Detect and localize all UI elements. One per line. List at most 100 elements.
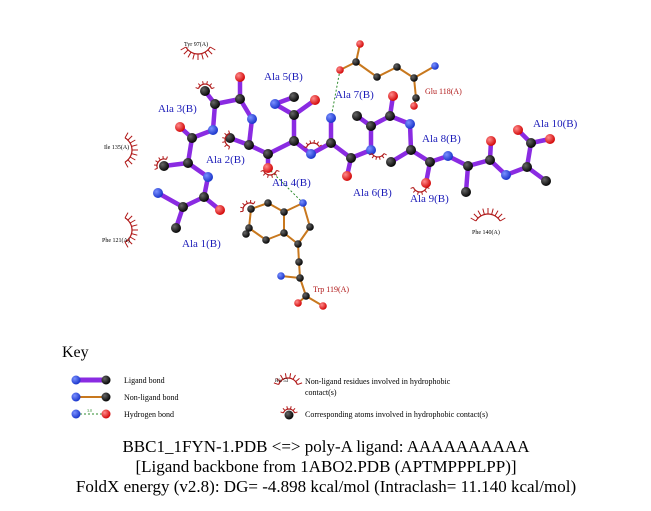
nitrogen-atom — [443, 151, 453, 161]
legend-example-residue: His 53 — [275, 379, 289, 384]
hydrophobic-arc — [242, 202, 254, 212]
carbon-atom — [352, 58, 360, 66]
nitrogen-atom — [203, 172, 213, 182]
legend-corresponding-atoms-label: Corresponding atoms involved in hydropho… — [305, 410, 488, 419]
oxygen-atom — [263, 163, 273, 173]
hydrophobic-spoke — [129, 156, 136, 161]
legend-hydrophobic-arc-icon — [273, 373, 303, 386]
carbon-atom — [366, 121, 376, 131]
hydrophobic-spoke — [412, 189, 416, 193]
hydrophobic-arc — [262, 170, 278, 176]
hydrophobic-spoke — [295, 377, 300, 382]
label-ala6: Ala 6(B) — [353, 187, 392, 199]
hydrophobic-spoke — [180, 46, 187, 51]
hydrogen-bond — [330, 69, 341, 119]
nitrogen-atom — [366, 145, 376, 155]
hydrophobic-spoke — [131, 224, 138, 227]
carbon-atom — [247, 205, 255, 213]
oxygen-atom — [486, 136, 496, 146]
carbon-atom — [289, 110, 299, 120]
hydrophobic-spoke — [240, 206, 244, 209]
hydrophobic-spoke — [124, 161, 129, 168]
hydrophobic-spoke — [421, 191, 423, 195]
legend-nonligand-atom-c — [101, 392, 111, 402]
hydrophobic-spoke — [284, 373, 287, 379]
carbon-atom — [235, 94, 245, 104]
oxygen-atom — [513, 125, 523, 135]
carbon-atom — [412, 94, 420, 102]
nitrogen-atom — [270, 99, 280, 109]
oxygen-atom — [175, 122, 185, 132]
ile135-hydrophobic-icon — [124, 132, 138, 168]
nitrogen-atom — [208, 125, 218, 135]
carbon-atom — [210, 99, 220, 109]
oxygen-atom — [215, 205, 225, 215]
hydrophobic-spoke — [228, 130, 231, 134]
hydrophobic-spoke — [127, 239, 133, 245]
hydrophobic-spoke — [477, 210, 482, 217]
hydrophobic-contacts — [124, 46, 506, 248]
carbon-atom — [294, 240, 302, 248]
caption-line3: FoldX energy (v2.8): DG= -4.898 kcal/mol… — [76, 477, 576, 496]
hydrophobic-spoke — [426, 186, 430, 189]
hydrophobic-spoke — [375, 156, 378, 160]
label-trp119: Trp 119(A) — [313, 285, 349, 294]
hydrophobic-spoke — [292, 374, 296, 380]
hydrophobic-spoke — [253, 201, 256, 205]
carbon-atom — [526, 138, 536, 148]
hydrophobic-spoke — [424, 189, 428, 193]
carbon-atom — [280, 229, 288, 237]
hydrophobic-arc — [156, 158, 167, 169]
hydrophobic-spoke — [318, 144, 322, 147]
carbon-atom — [352, 111, 362, 121]
hydrophobic-spoke — [491, 208, 494, 215]
carbon-atom — [373, 73, 381, 81]
nitrogen-atom — [431, 62, 439, 70]
label-ala9: Ala 9(B) — [410, 193, 449, 205]
carbon-atom — [178, 202, 188, 212]
hydrophobic-spoke — [131, 144, 138, 147]
legend-hbond-atom-o — [101, 409, 111, 419]
carbon-atom — [244, 140, 254, 150]
label-ala1: Ala 1(B) — [182, 238, 221, 250]
hydrophobic-arc — [278, 377, 298, 385]
hydrophobic-spoke — [131, 153, 138, 156]
hydrophobic-spoke — [242, 202, 246, 206]
atom-hydrophobic-icon — [240, 199, 256, 213]
oxygen-atom — [545, 134, 555, 144]
carbon-atom — [541, 176, 551, 186]
legend-ligand-atom-n — [71, 375, 81, 385]
hydrophobic-spoke — [207, 49, 213, 55]
label-ala3: Ala 3(B) — [158, 103, 197, 115]
legend-nonligand-hydrophobic-line1: Non-ligand residues involved in hydropho… — [305, 377, 451, 386]
hydrophobic-spoke — [280, 411, 284, 414]
oxygen-atom — [310, 95, 320, 105]
hydrophobic-spoke — [209, 83, 213, 87]
oxygen-atom — [336, 66, 344, 74]
hydrophobic-spoke — [276, 169, 280, 172]
label-ala8: Ala 8(B) — [422, 133, 461, 145]
nitrogen-atom — [277, 272, 285, 280]
hydrophobic-arc — [185, 46, 211, 55]
nitrogen-atom — [405, 119, 415, 129]
hydrophobic-spoke — [202, 81, 204, 85]
hydrophobic-spoke — [129, 236, 136, 241]
oxygen-atom — [421, 178, 431, 188]
carbon-atom — [200, 86, 210, 96]
hydrophobic-spoke — [192, 53, 195, 60]
legend-title: Key — [62, 344, 89, 361]
carbon-atom — [280, 208, 288, 216]
hydrophobic-spoke — [292, 407, 296, 411]
label-ala2: Ala 2(B) — [206, 154, 245, 166]
hydrophobic-spoke — [131, 233, 138, 236]
atom-hydrophobic-icon — [222, 130, 231, 150]
hydrophobic-spoke — [124, 212, 129, 219]
carbon-atom — [386, 157, 396, 167]
carbon-atom — [385, 111, 395, 121]
carbon-atom — [461, 187, 471, 197]
carbon-atom — [171, 223, 181, 233]
caption-line1: BBC1_1FYN-1.PDB <=> poly-A ligand: AAAAA… — [122, 437, 530, 456]
caption-line2: [Ligand backbone from 1ABO2.PDB (APTMPPP… — [135, 457, 516, 476]
legend-hbond-length: 3.0 — [87, 408, 92, 413]
